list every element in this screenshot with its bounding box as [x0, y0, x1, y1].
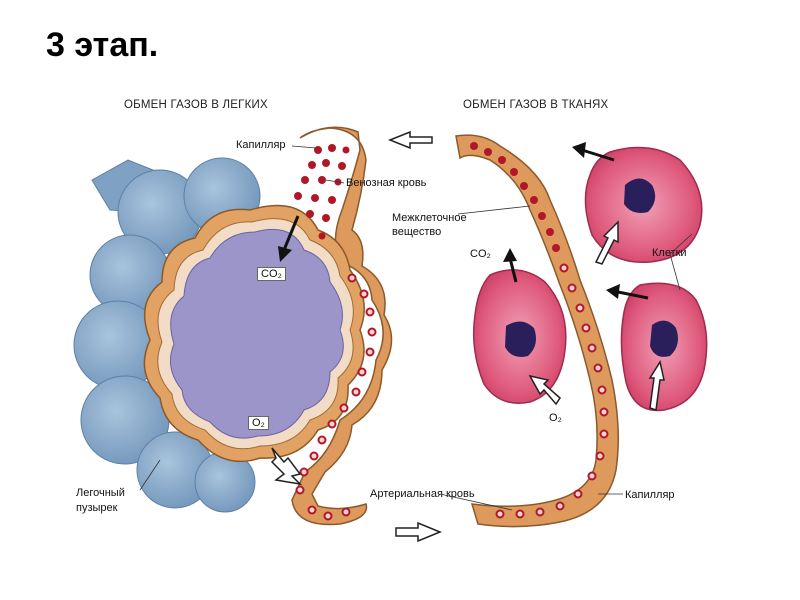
tissue-cell-right [620, 282, 708, 412]
co2-arrows [278, 142, 649, 300]
label-arterial-blood: Артериальная кровь [370, 488, 475, 500]
co2-tissue-label: CO₂ [470, 248, 491, 260]
header-tissues: ОБМЕН ГАЗОВ В ТКАНЯХ [463, 99, 609, 111]
label-capillary-right: Капилляр [625, 489, 675, 501]
label-intercellular-1: Межклеточное [392, 212, 467, 224]
header-lungs: ОБМЕН ГАЗОВ В ЛЕГКИХ [124, 99, 268, 111]
co2-lung-label: CO₂ [257, 267, 286, 281]
flow-arrow-top [387, 130, 433, 150]
label-capillary-left: Капилляр [236, 139, 286, 151]
stage-title: 3 этап. [46, 26, 159, 64]
o2-lung-label: O₂ [248, 416, 269, 430]
rbc-lung-arterial [295, 273, 377, 521]
alveolus-space [169, 228, 344, 439]
label-venous-blood: Венозная кровь [346, 177, 427, 189]
o2-arrows [270, 130, 665, 543]
flow-arrow-bottom [395, 521, 442, 543]
label-alveolus-2: пузырек [76, 502, 118, 514]
rbc-lung-venous [294, 144, 350, 240]
rbc-tissue-venous [495, 263, 609, 519]
label-cells: Клетки [652, 247, 687, 259]
tissue-cell-left [472, 269, 567, 404]
label-alveolus-1: Легочный [76, 487, 125, 499]
o2-tissue-label: O₂ [549, 412, 562, 424]
rbc-tissue-arterial [470, 142, 560, 252]
label-intercellular-2: вещество [392, 226, 442, 238]
